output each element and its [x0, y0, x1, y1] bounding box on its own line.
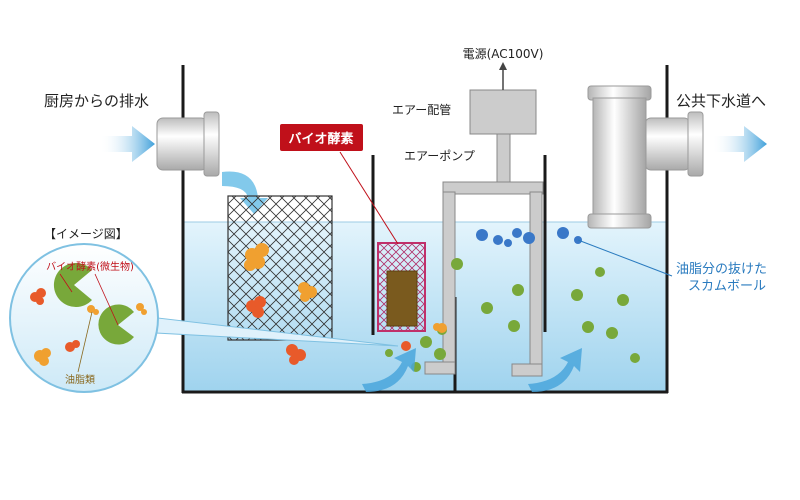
inset-oil-icon	[30, 288, 147, 366]
outlet-pipe	[587, 85, 704, 229]
air-pipe-label: エアー配管	[392, 102, 451, 117]
bio-enzyme-block	[386, 270, 418, 327]
inlet-flow-arrow-icon	[100, 126, 155, 162]
oil-droplet-icon	[244, 243, 317, 365]
power-label: 電源(AC100V)	[463, 47, 544, 61]
mesh-basket	[227, 195, 333, 341]
scum-label-line1: 油脂分の抜けた	[676, 261, 767, 277]
flow-arrow-icon	[528, 348, 582, 392]
outlet-label: 公共下水道へ	[676, 92, 766, 110]
air-pump-icon	[424, 89, 544, 377]
oil-droplet-icon	[401, 323, 447, 351]
inset-oil-label: 油脂類	[65, 373, 95, 386]
bio-enzyme-label: バイオ酵素	[288, 131, 353, 147]
scum-label-line2: スカムボール	[688, 279, 766, 294]
inlet-pipe	[156, 111, 220, 177]
bio-enzyme-label-box	[280, 124, 363, 151]
scum-leader-line	[577, 239, 673, 277]
inset-microbe-icon	[53, 263, 134, 345]
air-pump-label: エアーポンプ	[404, 149, 475, 163]
image-title: 【イメージ図】	[44, 227, 128, 241]
outlet-flow-arrow-icon	[712, 126, 767, 162]
flow-arrow-icon	[362, 348, 416, 392]
inlet-label: 厨房からの排水	[44, 92, 149, 110]
inset-enzyme-label: バイオ酵素(微生物)	[46, 260, 134, 273]
enzyme-leader-line	[339, 151, 399, 245]
